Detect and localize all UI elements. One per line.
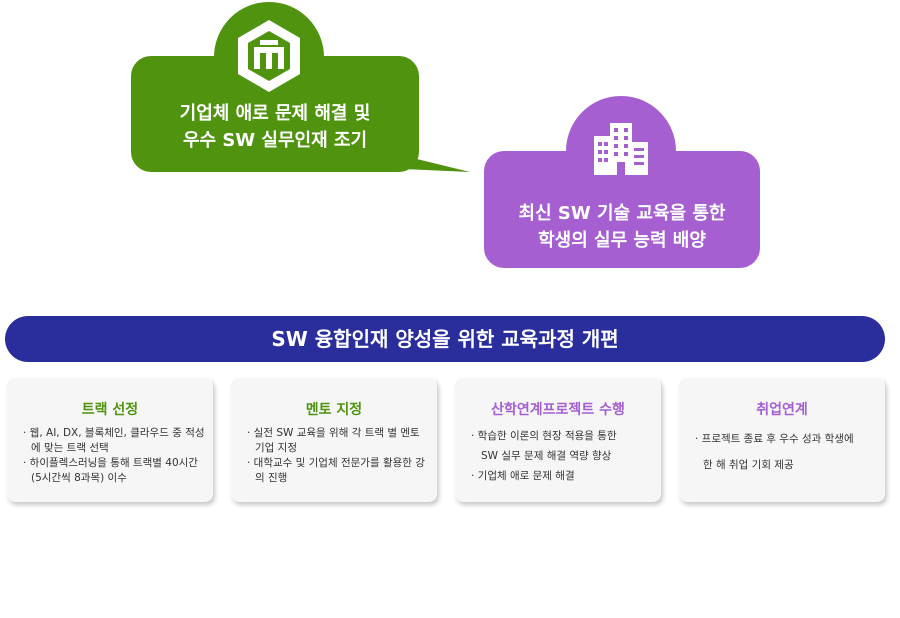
card-list: · 실전 SW 교육을 위해 각 트랙 별 멘토 기업 지정 · 대학교수 및 …: [247, 426, 431, 486]
purple-bubble-line-1: 최신 SW 기술 교육을 통한: [518, 203, 726, 224]
list-item: SW 실무 문제 해결 역량 향상: [481, 450, 612, 462]
list-item: · 하이플렉스러닝을 통해 트랙별 40시간(5시간씩 8과목) 이수: [23, 457, 198, 484]
card-track-selection: 트랙 선정 · 웹, AI, DX, 블록체인, 클라우드 중 적성에 맞는 트…: [7, 378, 213, 502]
green-bubble-line-2: 우수 SW 실무인재 조기: [182, 130, 368, 151]
list-item: · 프로젝트 종료 후 우수 성과 학생에: [695, 433, 854, 445]
list-item: · 학습한 이론의 현장 적용을 통한: [471, 430, 617, 442]
list-item: 한 해 취업 기회 제공: [703, 459, 794, 471]
list-item: · 실전 SW 교육을 위해 각 트랙 별 멘토 기업 지정: [247, 427, 420, 454]
purple-bubble-line-2: 학생의 실무 능력 배양: [538, 230, 706, 251]
purple-icon-circle: [566, 96, 676, 206]
card-title: 트랙 선정: [81, 402, 139, 418]
list-item: · 대학교수 및 기업체 전문가를 활용한 강의 진행: [247, 457, 425, 484]
card-mentor-assignment: 멘토 지정 · 실전 SW 교육을 위해 각 트랙 별 멘토 기업 지정 · 대…: [231, 378, 437, 502]
card-job-connection: 취업연계 · 프로젝트 종료 후 우수 성과 학생에 한 해 취업 기회 제공: [679, 378, 885, 502]
logo-icon: [238, 20, 300, 92]
green-icon-circle: [214, 2, 324, 112]
card-list: · 웹, AI, DX, 블록체인, 클라우드 중 적성에 맞는 트랙 선택 ·…: [23, 426, 207, 486]
card-industry-project: 산학연계프로젝트 수행 · 학습한 이론의 현장 적용을 통한 SW 실무 문제…: [455, 378, 661, 502]
list-item: · 기업체 애로 문제 해결: [471, 470, 575, 482]
card-title: 산학연계프로젝트 수행: [491, 402, 625, 418]
purple-bubble-text: 최신 SW 기술 교육을 통한 학생의 실무 능력 배양: [484, 200, 760, 254]
card-title: 멘토 지정: [305, 402, 363, 418]
card-list: · 학습한 이론의 현장 적용을 통한 SW 실무 문제 해결 역량 향상 · …: [471, 426, 655, 486]
curriculum-banner: SW 융합인재 양성을 위한 교육과정 개편: [5, 316, 885, 362]
list-item: · 웹, AI, DX, 블록체인, 클라우드 중 적성에 맞는 트랙 선택: [23, 427, 205, 454]
green-bubble-line-1: 기업체 애로 문제 해결 및: [179, 103, 371, 124]
green-bubble-text: 기업체 애로 문제 해결 및 우수 SW 실무인재 조기: [131, 100, 419, 154]
building-icon: [594, 123, 648, 175]
card-list: · 프로젝트 종료 후 우수 성과 학생에 한 해 취업 기회 제공: [695, 426, 879, 478]
card-title: 취업연계: [756, 402, 808, 418]
